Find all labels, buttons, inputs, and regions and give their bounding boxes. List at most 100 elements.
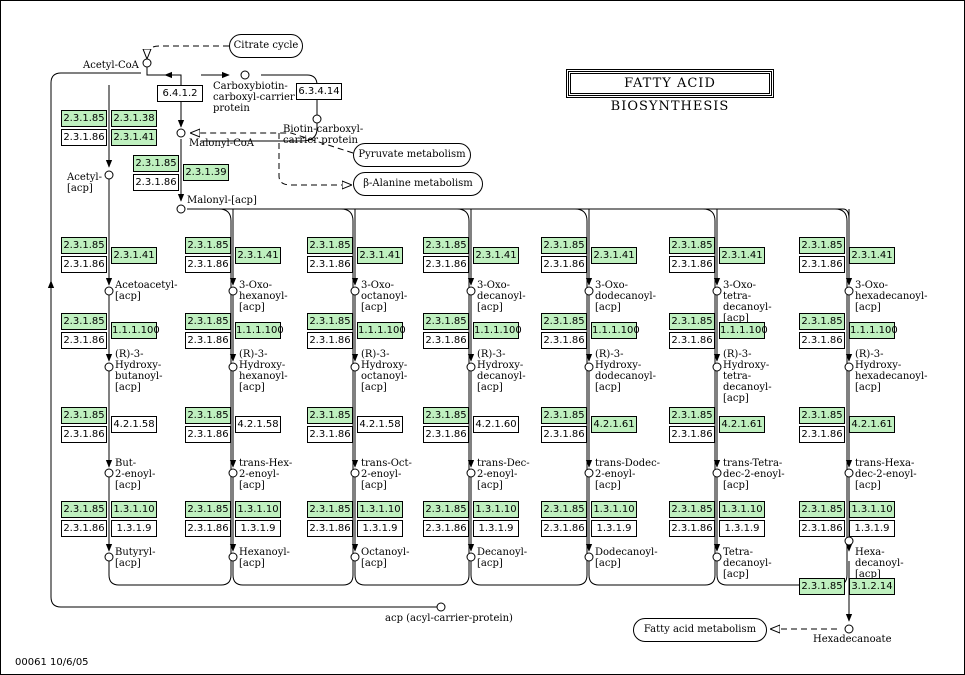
enoyl-node[interactable]	[350, 468, 360, 478]
enzyme-2-3-1-85[interactable]: 2.3.1.85	[669, 501, 715, 518]
enzyme-2-3-1-85[interactable]: 2.3.1.85	[307, 237, 353, 254]
enoyl-node[interactable]	[466, 468, 476, 478]
enoyl-node[interactable]	[584, 468, 594, 478]
enzyme-2-3-1-86[interactable]: 2.3.1.86	[669, 426, 715, 443]
acetyl-acp-node[interactable]	[104, 170, 114, 180]
enzyme-2-3-1-85[interactable]: 2.3.1.85	[669, 237, 715, 254]
acyl-node[interactable]	[228, 552, 238, 562]
enzyme-2-3-1-86[interactable]: 2.3.1.86	[799, 520, 845, 537]
enzyme-2-3-1-85[interactable]: 2.3.1.85	[669, 313, 715, 330]
enzyme-2-3-1-85[interactable]: 2.3.1.85	[61, 237, 107, 254]
enzyme-2-3-1-86[interactable]: 2.3.1.86	[185, 426, 231, 443]
enzyme-2-3-1-86[interactable]: 2.3.1.86	[61, 332, 107, 349]
enzyme-1-1-1-100[interactable]: 1.1.1.100	[591, 322, 640, 339]
enzyme-2-3-1-86[interactable]: 2.3.1.86	[61, 256, 107, 273]
enzyme-1-3-1-10[interactable]: 1.3.1.10	[591, 501, 637, 518]
enzyme-2-3-1-85[interactable]: 2.3.1.85	[307, 313, 353, 330]
enzyme-4-2-1-60[interactable]: 4.2.1.60	[473, 416, 519, 433]
malonyl-acp-node[interactable]	[176, 204, 186, 214]
enzyme-2-3-1-38[interactable]: 2.3.1.38	[111, 110, 157, 127]
enzyme-2-3-1-41[interactable]: 2.3.1.41	[111, 129, 157, 146]
enzyme-1-3-1-10[interactable]: 1.3.1.10	[235, 501, 281, 518]
enzyme-6-4-1-2[interactable]: 6.4.1.2	[157, 85, 203, 102]
enzyme-2-3-1-86[interactable]: 2.3.1.86	[423, 426, 469, 443]
enoyl-node[interactable]	[844, 468, 854, 478]
enzyme-2-3-1-41[interactable]: 2.3.1.41	[591, 247, 637, 264]
enzyme-2-3-1-39[interactable]: 2.3.1.39	[183, 164, 229, 181]
enzyme-2-3-1-86[interactable]: 2.3.1.86	[799, 332, 845, 349]
acyl-node[interactable]	[350, 552, 360, 562]
enzyme-2-3-1-86[interactable]: 2.3.1.86	[307, 520, 353, 537]
enzyme-1-1-1-100[interactable]: 1.1.1.100	[357, 322, 406, 339]
enzyme-2-3-1-85[interactable]: 2.3.1.85	[799, 407, 845, 424]
enzyme-2-3-1-85[interactable]: 2.3.1.85	[61, 407, 107, 424]
enzyme-2-3-1-85[interactable]: 2.3.1.85	[423, 407, 469, 424]
enzyme-2-3-1-85[interactable]: 2.3.1.85	[541, 501, 587, 518]
keto-node[interactable]	[104, 286, 114, 296]
enzyme-2-3-1-41[interactable]: 2.3.1.41	[849, 247, 895, 264]
enzyme-3-1-2-14[interactable]: 3.1.2.14	[849, 578, 895, 595]
enzyme-2-3-1-85[interactable]: 2.3.1.85	[541, 313, 587, 330]
enzyme-2-3-1-86[interactable]: 2.3.1.86	[669, 332, 715, 349]
enzyme-2-3-1-85[interactable]: 2.3.1.85	[133, 155, 179, 172]
enzyme-2-3-1-85[interactable]: 2.3.1.85	[185, 313, 231, 330]
enzyme-2-3-1-85[interactable]: 2.3.1.85	[307, 501, 353, 518]
hexadecanoate-node[interactable]	[844, 624, 854, 634]
pyruvate-metabolism-link[interactable]: Pyruvate metabolism	[353, 143, 471, 167]
keto-node[interactable]	[350, 286, 360, 296]
enzyme-2-3-1-86[interactable]: 2.3.1.86	[423, 520, 469, 537]
hydroxy-node[interactable]	[466, 362, 476, 372]
enoyl-node[interactable]	[228, 468, 238, 478]
enzyme-1-3-1-10[interactable]: 1.3.1.10	[849, 501, 895, 518]
keto-node[interactable]	[712, 286, 722, 296]
enzyme-2-3-1-85[interactable]: 2.3.1.85	[61, 313, 107, 330]
enzyme-2-3-1-85[interactable]: 2.3.1.85	[541, 407, 587, 424]
enzyme-2-3-1-85[interactable]: 2.3.1.85	[423, 501, 469, 518]
enzyme-2-3-1-86[interactable]: 2.3.1.86	[185, 520, 231, 537]
enzyme-4-2-1-61[interactable]: 4.2.1.61	[719, 416, 765, 433]
enzyme-2-3-1-85[interactable]: 2.3.1.85	[799, 578, 845, 595]
enzyme-4-2-1-58[interactable]: 4.2.1.58	[111, 416, 157, 433]
hydroxy-node[interactable]	[584, 362, 594, 372]
enzyme-1-3-1-9[interactable]: 1.3.1.9	[849, 520, 895, 537]
enzyme-2-3-1-85[interactable]: 2.3.1.85	[61, 110, 107, 127]
enzyme-2-3-1-85[interactable]: 2.3.1.85	[185, 407, 231, 424]
enzyme-4-2-1-58[interactable]: 4.2.1.58	[357, 416, 403, 433]
enzyme-2-3-1-85[interactable]: 2.3.1.85	[423, 237, 469, 254]
acyl-node[interactable]	[584, 552, 594, 562]
enzyme-1-3-1-10[interactable]: 1.3.1.10	[357, 501, 403, 518]
hydroxy-node[interactable]	[350, 362, 360, 372]
bccp-node[interactable]	[240, 70, 250, 80]
enzyme-1-1-1-100[interactable]: 1.1.1.100	[235, 322, 284, 339]
enzyme-2-3-1-41[interactable]: 2.3.1.41	[473, 247, 519, 264]
enzyme-2-3-1-85[interactable]: 2.3.1.85	[185, 501, 231, 518]
keto-node[interactable]	[844, 286, 854, 296]
enzyme-1-3-1-9[interactable]: 1.3.1.9	[235, 520, 281, 537]
enzyme-4-2-1-61[interactable]: 4.2.1.61	[849, 416, 895, 433]
enzyme-2-3-1-85[interactable]: 2.3.1.85	[307, 407, 353, 424]
hydroxy-node[interactable]	[228, 362, 238, 372]
enzyme-2-3-1-85[interactable]: 2.3.1.85	[799, 501, 845, 518]
enzyme-1-3-1-9[interactable]: 1.3.1.9	[111, 520, 157, 537]
enzyme-2-3-1-86[interactable]: 2.3.1.86	[423, 256, 469, 273]
enzyme-1-3-1-10[interactable]: 1.3.1.10	[473, 501, 519, 518]
enzyme-1-1-1-100[interactable]: 1.1.1.100	[849, 322, 898, 339]
enzyme-1-3-1-9[interactable]: 1.3.1.9	[357, 520, 403, 537]
biotin-node[interactable]	[312, 114, 322, 124]
enoyl-node[interactable]	[712, 468, 722, 478]
enzyme-2-3-1-85[interactable]: 2.3.1.85	[799, 237, 845, 254]
citrate-cycle-link[interactable]: Citrate cycle	[229, 34, 303, 58]
hydroxy-node[interactable]	[712, 362, 722, 372]
enzyme-2-3-1-86[interactable]: 2.3.1.86	[669, 256, 715, 273]
enzyme-2-3-1-86[interactable]: 2.3.1.86	[799, 256, 845, 273]
enzyme-2-3-1-86[interactable]: 2.3.1.86	[541, 426, 587, 443]
enzyme-4-2-1-61[interactable]: 4.2.1.61	[591, 416, 637, 433]
enzyme-2-3-1-86[interactable]: 2.3.1.86	[307, 332, 353, 349]
enzyme-2-3-1-86[interactable]: 2.3.1.86	[61, 129, 107, 146]
enzyme-2-3-1-86[interactable]: 2.3.1.86	[541, 256, 587, 273]
enzyme-1-3-1-9[interactable]: 1.3.1.9	[473, 520, 519, 537]
enzyme-1-1-1-100[interactable]: 1.1.1.100	[473, 322, 522, 339]
enzyme-4-2-1-58[interactable]: 4.2.1.58	[235, 416, 281, 433]
enzyme-2-3-1-86[interactable]: 2.3.1.86	[799, 426, 845, 443]
acyl-node[interactable]	[104, 552, 114, 562]
